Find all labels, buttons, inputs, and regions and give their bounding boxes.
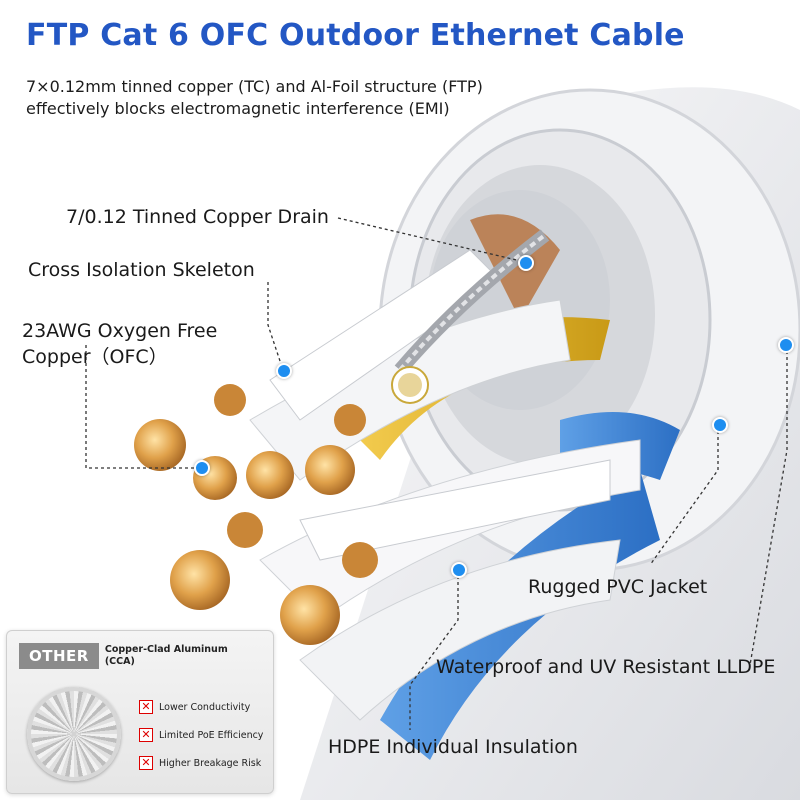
cca-header: OTHER Copper-Clad Aluminum (CCA) xyxy=(19,643,245,669)
subtitle-line-1: 7×0.12mm tinned copper (TC) and Al-Foil … xyxy=(26,77,483,96)
callout-dot-lldpe xyxy=(778,337,794,353)
label-lldpe: Waterproof and UV Resistant LLDPE xyxy=(436,656,776,678)
subtitle: 7×0.12mm tinned copper (TC) and Al-Foil … xyxy=(26,76,483,120)
drawback-text: Higher Breakage Risk xyxy=(159,757,262,769)
label-ofc-line-1: 23AWG Oxygen Free xyxy=(22,320,218,342)
page-title: FTP Cat 6 OFC Outdoor Ethernet Cable xyxy=(26,18,685,53)
label-hdpe: HDPE Individual Insulation xyxy=(328,736,578,758)
callout-dot-ofc xyxy=(194,460,210,476)
drawback-text: Lower Conductivity xyxy=(159,701,251,713)
cca-comparison-card: OTHER Copper-Clad Aluminum (CCA) ✕ Lower… xyxy=(6,630,274,794)
label-pvc: Rugged PVC Jacket xyxy=(528,576,708,598)
list-item: ✕ Limited PoE Efficiency xyxy=(139,721,263,749)
subtitle-line-2: effectively blocks electromagnetic inter… xyxy=(26,99,450,118)
callout-dot-hdpe xyxy=(451,562,467,578)
cca-title: Copper-Clad Aluminum (CCA) xyxy=(104,644,228,667)
callout-dot-pvc xyxy=(712,417,728,433)
list-item: ✕ Higher Breakage Risk xyxy=(139,749,263,777)
label-ofc: 23AWG Oxygen Free Copper（OFC） xyxy=(22,318,217,370)
label-ofc-line-2: Copper（OFC） xyxy=(22,346,168,368)
callout-dot-drain xyxy=(518,255,534,271)
aluminum-disk-icon xyxy=(27,687,121,781)
label-skeleton: Cross Isolation Skeleton xyxy=(28,259,255,281)
red-x-icon: ✕ xyxy=(139,756,153,770)
callout-dot-skeleton xyxy=(276,363,292,379)
drawback-text: Limited PoE Efficiency xyxy=(159,729,264,741)
other-badge: OTHER xyxy=(19,643,99,669)
red-x-icon: ✕ xyxy=(139,728,153,742)
label-drain: 7/0.12 Tinned Copper Drain xyxy=(66,206,329,228)
cca-drawbacks-list: ✕ Lower Conductivity ✕ Limited PoE Effic… xyxy=(139,693,263,777)
list-item: ✕ Lower Conductivity xyxy=(139,693,263,721)
red-x-icon: ✕ xyxy=(139,700,153,714)
